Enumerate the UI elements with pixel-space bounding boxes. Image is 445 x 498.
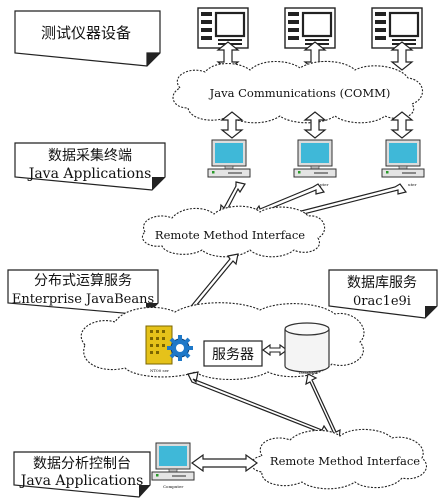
instrument-rack-icon	[283, 6, 337, 50]
instrument-rack-icon	[370, 6, 424, 50]
instruments-label: 测试仪器设备	[41, 24, 131, 42]
database-cylinder-icon: Database	[284, 322, 330, 375]
terminal-label-en: Java Applications	[27, 166, 152, 182]
comm-terminal-arrows	[220, 111, 414, 139]
console-label-en: Java Applications	[19, 473, 144, 489]
db-label-en: 0rac1e9i	[353, 294, 411, 309]
comm-cloud: Java Communications (COMM)	[172, 60, 423, 124]
desktop-computer-icon	[151, 442, 195, 481]
console-label-panel: 数据分析控制台 Java Applications	[13, 451, 151, 498]
rmi-bottom-cloud: Remote Method Interface	[250, 428, 428, 490]
server-label-box: 服务器	[203, 340, 263, 367]
ejb-label-cn: 分布式运算服务	[34, 273, 132, 289]
rmi-top-cloud: Remote Method Interface	[141, 205, 326, 258]
pc-caption-3: uter	[408, 182, 417, 187]
server-label: 服务器	[212, 347, 254, 363]
computer-caption: Computer	[163, 484, 183, 489]
pc-caption-2: pter	[320, 182, 329, 187]
ejb-label-panel: 分布式运算服务 Enterprise JavaBeans	[7, 269, 159, 316]
instruments-label-panel: 测试仪器设备	[14, 10, 161, 67]
terminal-label-panel: 数据采集终端 Java Applications	[14, 142, 166, 191]
desktop-computer-icon	[381, 139, 425, 178]
console-label-cn: 数据分析控制台	[33, 456, 131, 472]
db-caption: Database	[299, 370, 319, 375]
instrument-rack-icon	[196, 6, 250, 50]
rmi-bottom-label: Remote Method Interface	[270, 454, 420, 468]
desktop-computer-icon	[207, 139, 251, 178]
server-rmi-bottom-arrow	[187, 371, 331, 438]
db-label-panel: 数据库服务 0rac1e9i	[328, 269, 438, 319]
server-caption: NT00 ser	[150, 368, 169, 373]
comm-label: Java Communications (COMM)	[209, 86, 391, 100]
console-rmi-arrow	[190, 453, 259, 473]
db-label-cn: 数据库服务	[347, 275, 417, 291]
rmi-top-label: Remote Method Interface	[155, 228, 305, 242]
terminal-label-cn: 数据采集终端	[48, 147, 132, 164]
desktop-computer-icon	[293, 139, 337, 178]
ejb-label-en: Enterprise JavaBeans	[12, 292, 154, 307]
server-gear-icon: NT00 ser	[145, 325, 193, 373]
